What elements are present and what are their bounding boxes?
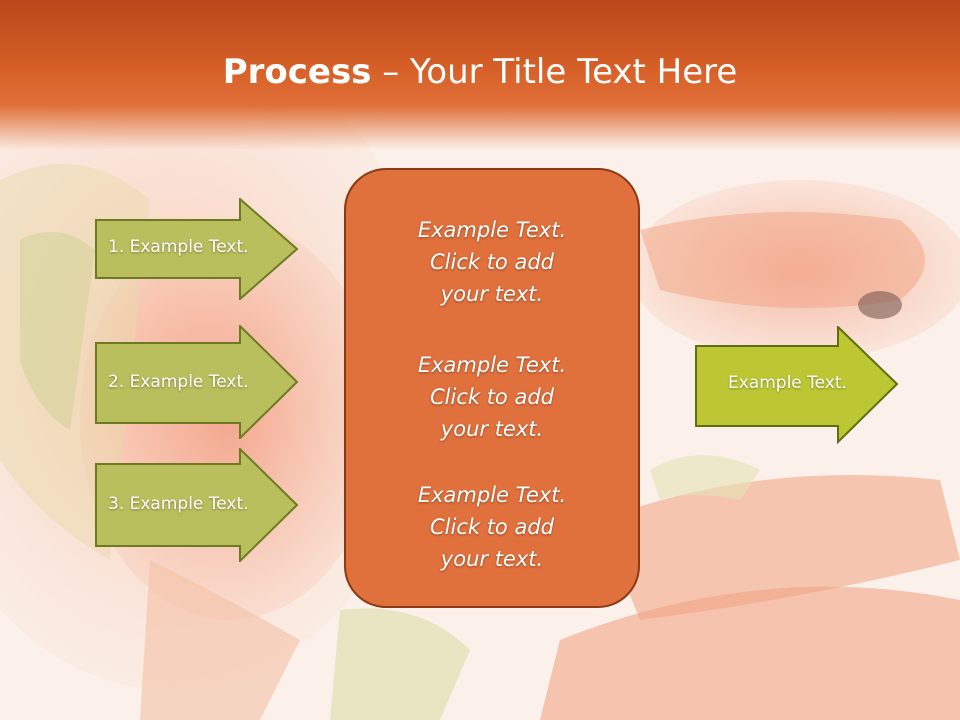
step-label-1: 1. Example Text.: [108, 237, 249, 257]
center-text-box[interactable]: Example Text. Click to add your text. Ex…: [344, 168, 640, 608]
result-arrow[interactable]: Example Text.: [695, 324, 899, 445]
title-bold-part: Process: [222, 52, 372, 92]
step-arrow-2[interactable]: 2. Example Text.: [95, 323, 299, 441]
slide-title[interactable]: Process – Your Title Text Here: [0, 52, 960, 92]
result-label: Example Text.: [728, 373, 847, 393]
arrow-shape: [95, 446, 299, 564]
center-text-block-2: Example Text. Click to add your text.: [417, 353, 567, 441]
title-rest-part: – Your Title Text Here: [371, 52, 738, 92]
arrow-shape: [695, 324, 899, 445]
arrow-shape: [95, 323, 299, 441]
step-label-2: 2. Example Text.: [108, 372, 249, 392]
arrow-shape: [95, 196, 299, 302]
step-arrow-3[interactable]: 3. Example Text.: [95, 446, 299, 564]
step-arrow-1[interactable]: 1. Example Text.: [95, 196, 299, 302]
center-text-block-1: Example Text. Click to add your text.: [417, 218, 567, 306]
step-label-3: 3. Example Text.: [108, 494, 249, 514]
center-text-block-3: Example Text. Click to add your text.: [417, 483, 567, 571]
header-band: [0, 0, 960, 150]
